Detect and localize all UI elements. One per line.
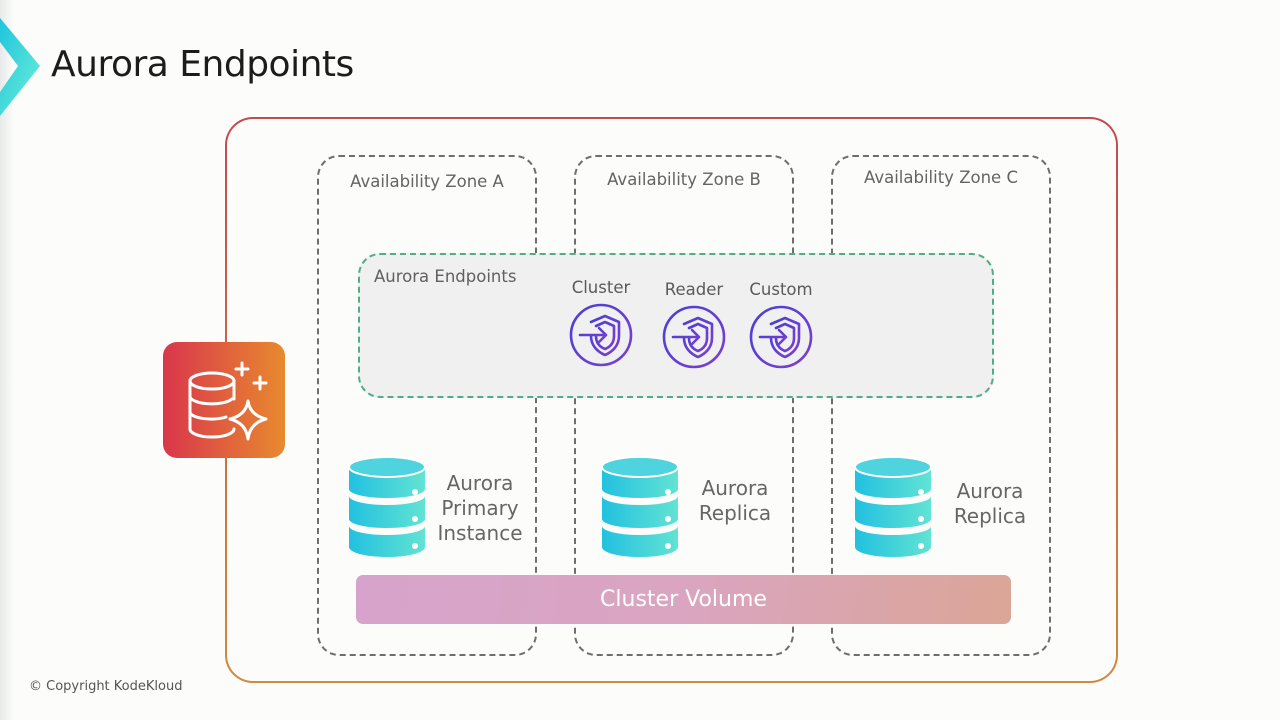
endpoints-group-label: Aurora Endpoints xyxy=(374,267,517,286)
label-line: Replica xyxy=(953,504,1027,528)
aurora-database-sparkle-icon xyxy=(188,361,268,441)
custom-endpoint[interactable]: Custom xyxy=(736,280,826,370)
availability-zone-c: Availability Zone C xyxy=(831,155,1051,656)
label-line: Instance xyxy=(437,521,523,545)
label-line: Replica xyxy=(698,501,772,525)
left-edge-shadow xyxy=(0,0,14,720)
shield-arrow-endpoint-icon xyxy=(749,305,813,369)
cluster-volume-label: Cluster Volume xyxy=(600,587,767,612)
shield-arrow-endpoint-icon xyxy=(662,305,726,369)
reader-endpoint[interactable]: Reader xyxy=(649,280,739,370)
zone-label: Availability Zone C xyxy=(864,168,1018,187)
database-cylinder-icon xyxy=(601,456,679,557)
shield-arrow-endpoint-icon xyxy=(569,303,633,367)
endpoint-label: Cluster xyxy=(571,278,631,297)
availability-zone-b: Availability Zone B xyxy=(574,155,794,656)
availability-zone-a: Availability Zone A xyxy=(317,155,537,656)
cluster-endpoint[interactable]: Cluster xyxy=(556,278,646,368)
replica-c-label: Aurora Replica xyxy=(945,479,1035,529)
label-line: Aurora xyxy=(701,476,769,500)
endpoint-label: Custom xyxy=(749,280,813,299)
page-title: Aurora Endpoints xyxy=(51,44,354,85)
zone-label: Availability Zone B xyxy=(607,170,761,189)
database-cylinder-icon xyxy=(854,456,932,557)
endpoint-label: Reader xyxy=(664,280,724,299)
database-cylinder-icon xyxy=(348,456,426,557)
zone-label: Availability Zone A xyxy=(350,172,504,191)
label-line: Primary xyxy=(441,496,519,520)
label-line: Aurora xyxy=(956,479,1024,503)
chevron-right-icon xyxy=(0,18,40,116)
replica-b-label: Aurora Replica xyxy=(690,476,780,526)
primary-instance-label: Aurora Primary Instance xyxy=(430,471,530,546)
aurora-endpoints-group: Aurora Endpoints xyxy=(358,253,994,398)
copyright-notice: © Copyright KodeKloud xyxy=(29,679,183,694)
label-line: Aurora xyxy=(446,471,514,495)
cluster-volume: Cluster Volume xyxy=(356,575,1011,624)
aurora-service-badge xyxy=(163,342,285,458)
